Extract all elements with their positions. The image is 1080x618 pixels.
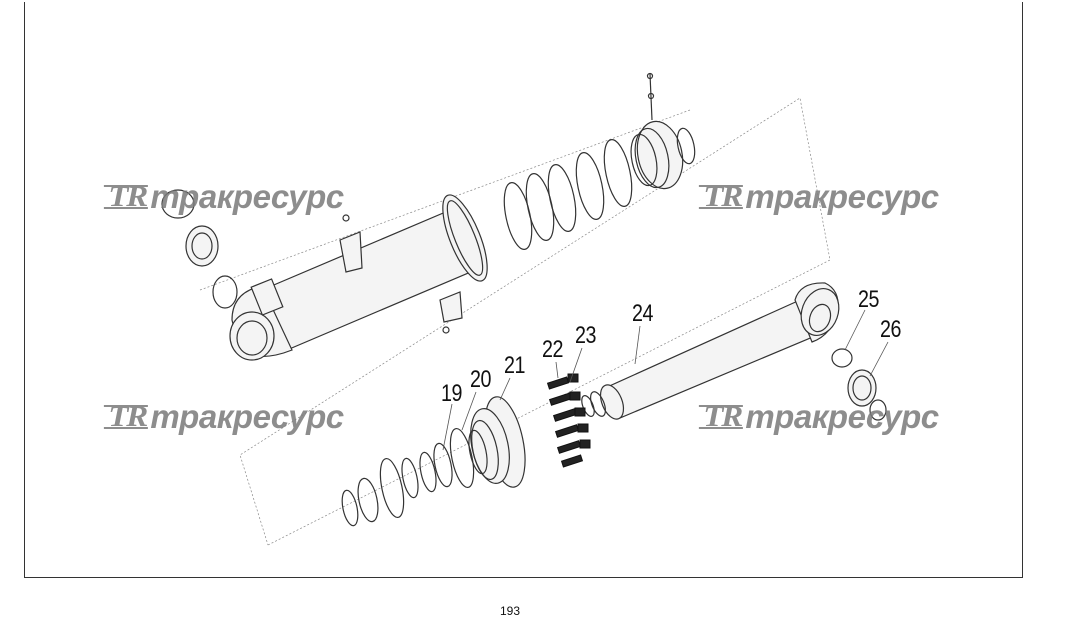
lower-seal-rings	[341, 427, 475, 527]
watermark-brand: тракресурс	[745, 398, 939, 435]
upper-bushing-set	[161, 189, 238, 309]
callout-26: 26	[880, 316, 902, 343]
callout-20: 20	[470, 366, 492, 393]
piston-rod	[581, 282, 840, 420]
watermark-brand: тракресурс	[150, 398, 344, 435]
cylinder-barrel	[229, 194, 488, 361]
cylinder-head	[468, 396, 526, 488]
piston	[630, 72, 696, 190]
drawing-frame	[24, 2, 1023, 578]
callout-21: 21	[504, 352, 526, 379]
watermark-bottom-right: TR тракресурс	[698, 398, 939, 435]
watermark-brand: тракресурс	[745, 178, 939, 215]
watermark-brand: тракресурс	[150, 178, 344, 215]
callout-22: 22	[542, 336, 564, 363]
watermark-top-left: TR тракресурс	[103, 178, 344, 215]
watermark-top-right: TR тракресурс	[698, 178, 939, 215]
tr-logo-icon: TR	[698, 179, 744, 213]
callout-leaders	[442, 309, 889, 451]
callout-19: 19	[441, 380, 463, 407]
tr-logo-icon: TR	[698, 399, 744, 433]
page-number: 193	[500, 604, 521, 618]
callout-25: 25	[858, 286, 880, 313]
tr-logo-icon: TR	[103, 399, 149, 433]
tr-logo-icon: TR	[103, 179, 149, 213]
watermark-bottom-left: TR тракресурс	[103, 398, 344, 435]
upper-seal-rings	[503, 139, 633, 250]
bolt-set	[546, 373, 591, 468]
callout-24: 24	[632, 300, 654, 327]
callout-23: 23	[575, 322, 597, 349]
lower-bushing-set	[831, 348, 887, 421]
